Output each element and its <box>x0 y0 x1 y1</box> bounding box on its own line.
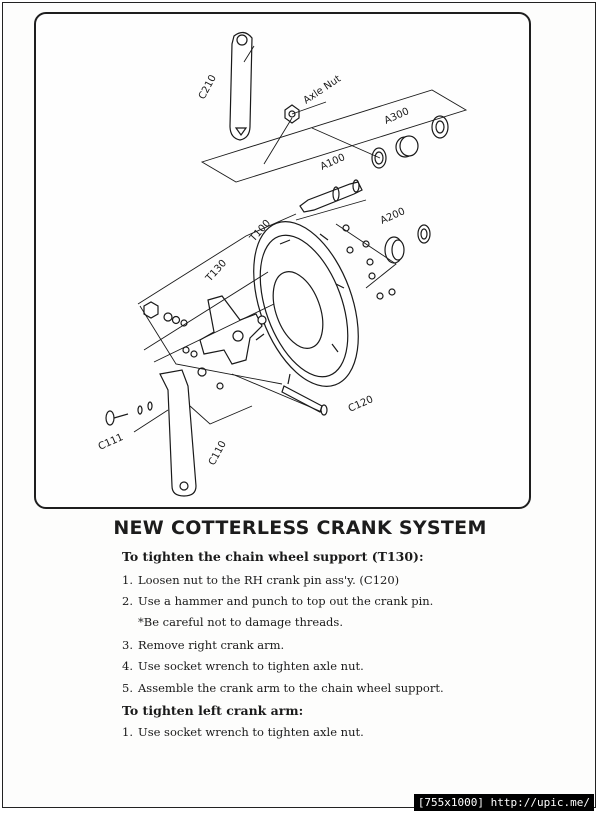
watermark-link[interactable]: [755x1000] http://upic.me/ <box>413 794 594 811</box>
step-text: Use a hammer and punch to top out the cr… <box>138 594 434 608</box>
step-number: 1. <box>122 573 133 587</box>
section2-step: 1. Use socket wrench to tighten axle nut. <box>122 725 364 739</box>
section2-heading: To tighten left crank arm: <box>122 703 304 718</box>
label-c210: C210 <box>197 73 219 101</box>
crank-pin-c120 <box>281 385 328 416</box>
label-a200: A200 <box>379 206 407 227</box>
section1-step: 5. Assemble the crank arm to the chain wh… <box>122 681 444 695</box>
left-hardware <box>143 301 224 390</box>
part-c111 <box>105 401 153 426</box>
section1-step: 1. Loosen nut to the RH crank pin ass'y. … <box>122 573 399 587</box>
step-number: 5. <box>122 681 133 695</box>
label-c111: C111 <box>97 432 125 453</box>
axle-nut-part <box>284 104 300 124</box>
axle-a100 <box>299 179 363 213</box>
step-text: Remove right crank arm. <box>138 638 285 652</box>
step-text: Use socket wrench to tighten axle nut. <box>138 659 364 673</box>
label-c120: C120 <box>347 394 375 415</box>
step-number: 1. <box>122 725 133 739</box>
step-text: Use socket wrench to tighten axle nut. <box>138 725 364 739</box>
caution-note: *Be careful not to damage threads. <box>138 615 343 629</box>
label-axle-nut: Axle Nut <box>302 73 344 106</box>
label-c110: C110 <box>207 439 229 467</box>
exploded-diagram: C210 Axle Nut A300 A100 A200 T100 T130 C… <box>34 12 531 509</box>
section1-step: 4. Use socket wrench to tighten axle nut. <box>122 659 364 673</box>
part-a300 <box>371 115 449 169</box>
chainring-bolts <box>342 224 396 300</box>
section1-heading: To tighten the chain wheel support (T130… <box>122 549 424 564</box>
label-t130: T130 <box>203 258 229 285</box>
page-title: NEW COTTERLESS CRANK SYSTEM <box>113 517 487 539</box>
crank-arm-c110 <box>159 369 197 497</box>
step-number: 3. <box>122 638 133 652</box>
diagram-svg: C210 Axle Nut A300 A100 A200 T100 T130 C… <box>97 31 468 497</box>
section1-step: 3. Remove right crank arm. <box>122 638 284 652</box>
crank-arm-c210 <box>229 31 253 141</box>
step-number: 2. <box>122 594 133 608</box>
step-text: Loosen nut to the RH crank pin ass'y. (C… <box>138 573 400 587</box>
spider-t130 <box>199 295 267 365</box>
step-number: 4. <box>122 659 133 673</box>
label-a300: A300 <box>383 106 411 127</box>
step-text: Assemble the crank arm to the chain whee… <box>138 681 444 695</box>
part-a200 <box>384 224 431 264</box>
section1-step: 2. Use a hammer and punch to top out the … <box>122 594 433 608</box>
leader-lines <box>133 45 468 433</box>
